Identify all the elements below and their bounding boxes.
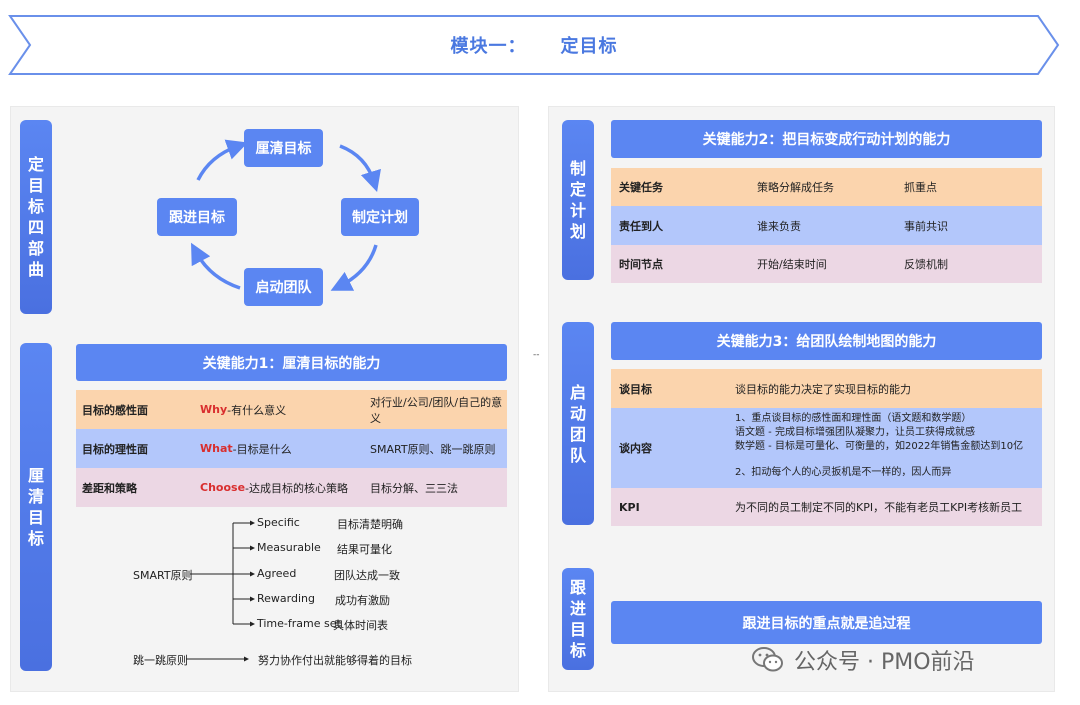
row-detail: 为不同的员工制定不同的KPI，不能有老员工KPI考核新员工 (735, 501, 1023, 514)
row-why: Why-有什么意义 (200, 390, 286, 429)
banner-module-title: 定目标 (560, 36, 618, 57)
row-what: What-目标是什么 (200, 429, 292, 468)
smart-key: Specific (257, 516, 300, 529)
row-label: 差距和策略 (82, 481, 137, 495)
arrow-plan-to-launch (330, 244, 378, 291)
row-label: 时间节点 (619, 258, 663, 271)
smart-desc: 结果可量化 (337, 543, 392, 556)
table-row: 关键任务 策略分解成任务 抓重点 (611, 168, 1042, 206)
cycle-node-follow: 跟进目标 (157, 198, 237, 236)
smart-desc: 团队达成一致 (334, 569, 400, 582)
detail-line: 数学题 - 目标是可量化、可衡量的，如2022年销售金额达到10亿 (735, 441, 1024, 452)
smart-key: Measurable (257, 541, 321, 554)
detail-line: 1、重点谈目标的感性面和理性面（语文题和数学题） (735, 413, 972, 424)
row-detail: 谁来负责 (757, 219, 801, 233)
row-rest: -有什么意义 (227, 403, 287, 417)
smart-desc: 具体时间表 (333, 619, 388, 632)
row-rest: -达成目标的核心策略 (245, 481, 348, 495)
table-row: 差距和策略 Choose-达成目标的核心策略 目标分解、三三法 (76, 468, 507, 507)
watermark-text: 公众号 · PMO前沿 (794, 650, 975, 675)
ability1-header: 关键能力1：厘清目标的能力 (76, 344, 507, 381)
row-detail-multiline: 1、重点谈目标的感性面和理性面（语文题和数学题） 语文题 - 完成目标增强团队凝… (735, 412, 1023, 480)
row-em: What (200, 442, 233, 455)
smart-key: Time-frame set (257, 617, 341, 630)
tab-launch-team-label: 启动团队 (569, 382, 586, 465)
smart-desc: 成功有激励 (335, 594, 390, 607)
table-row: 时间节点 开始/结束时间 反馈机制 (611, 245, 1042, 283)
watermark: 公众号 · PMO前沿 (752, 644, 975, 676)
banner-arrow-shape (8, 15, 1060, 75)
tab-follow-goal-label: 跟进目标 (569, 578, 586, 660)
arrow-clarify-to-plan (339, 144, 381, 193)
row-detail: 策略分解成任务 (757, 181, 834, 194)
row-choose: Choose-达成目标的核心策略 (200, 468, 348, 507)
table-row: 目标的感性面 Why-有什么意义 对行业/公司/团队/自己的意义 (76, 390, 507, 429)
row-detail: 目标分解、三三法 (370, 481, 458, 495)
smart-desc: 目标清楚明确 (337, 518, 403, 531)
table-row: 目标的理性面 What-目标是什么 SMART原则、跳一跳原则 (76, 429, 507, 468)
smart-key: Agreed (257, 567, 297, 580)
table-row: KPI 为不同的员工制定不同的KPI，不能有老员工KPI考核新员工 (611, 488, 1042, 526)
table-row: 责任到人 谁来负责 事前共识 (611, 206, 1042, 245)
row-detail: 开始/结束时间 (757, 258, 827, 271)
ability2-header: 关键能力2：把目标变成行动计划的能力 (611, 120, 1042, 158)
table-row: 谈目标 谈目标的能力决定了实现目标的能力 (611, 369, 1042, 408)
tab-four-steps: 定目标四部曲 (20, 120, 52, 314)
smart-key: Rewarding (257, 592, 315, 605)
follow-up-bar: 跟进目标的重点就是追过程 (611, 601, 1042, 644)
detail-line: 语文题 - 完成目标增强团队凝聚力，让员工获得成就感 (735, 427, 975, 438)
row-detail: 对行业/公司/团队/自己的意义 (370, 395, 503, 425)
jump-principle: 跳一跳原则 (133, 654, 188, 667)
arrow-launch-to-follow (191, 242, 241, 290)
row-note: 反馈机制 (904, 258, 948, 271)
detail-line: 2、扣动每个人的心灵扳机是不一样的，因人而异 (735, 467, 952, 478)
module-banner: 模块一： 定目标 (8, 14, 1060, 76)
row-detail: 谈目标的能力决定了实现目标的能力 (735, 382, 911, 396)
row-em: Choose (200, 481, 246, 494)
row-label: 关键任务 (619, 181, 663, 194)
row-label: 责任到人 (619, 219, 663, 233)
row-label: 谈目标 (619, 382, 652, 396)
wechat-icon (752, 647, 783, 672)
tab-four-steps-label: 定目标四部曲 (27, 155, 44, 279)
tab-clarify-goal: 厘清目标 (20, 343, 52, 671)
ability3-header: 关键能力3：给团队绘制地图的能力 (611, 322, 1042, 360)
cycle-node-launch: 启动团队 (244, 268, 323, 306)
tab-make-plan-label: 制定计划 (569, 159, 586, 241)
tab-make-plan: 制定计划 (562, 120, 594, 280)
row-note: 事前共识 (904, 219, 948, 233)
tab-follow-goal: 跟进目标 (562, 568, 594, 670)
arrow-follow-to-clarify (196, 139, 248, 181)
cycle-node-clarify: 厘清目标 (244, 129, 323, 167)
row-label: 谈内容 (619, 442, 652, 455)
table-row: 谈内容 1、重点谈目标的感性面和理性面（语文题和数学题） 语文题 - 完成目标增… (611, 408, 1042, 488)
divider-dots: -- (533, 350, 540, 360)
row-rest: -目标是什么 (232, 442, 292, 456)
cycle-node-plan: 制定计划 (341, 198, 419, 236)
jump-principle-desc: 努力协作付出就能够得着的目标 (258, 654, 412, 667)
row-label: KPI (619, 500, 640, 514)
tab-clarify-goal-label: 厘清目标 (27, 466, 44, 548)
row-label: 目标的理性面 (82, 442, 148, 456)
banner-prefix: 模块一： (450, 36, 527, 57)
row-detail: SMART原则、跳一跳原则 (370, 442, 496, 456)
row-em: Why (200, 403, 228, 416)
tab-launch-team: 启动团队 (562, 322, 594, 525)
row-label: 目标的感性面 (82, 403, 148, 417)
row-note: 抓重点 (904, 181, 937, 194)
banner-title: 模块一： 定目标 (8, 14, 1060, 76)
smart-root: SMART原则 (133, 569, 193, 582)
